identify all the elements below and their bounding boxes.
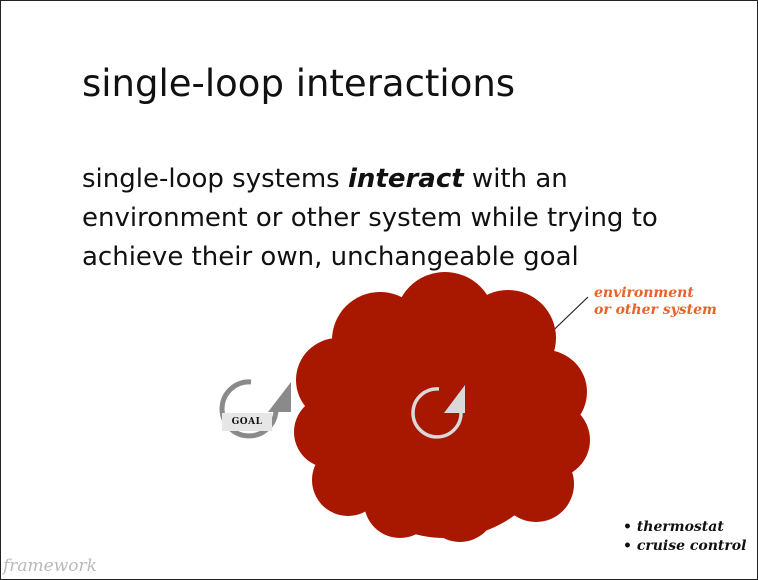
goal-label: GOAL: [222, 413, 272, 431]
body-text-emphasis: interact: [347, 164, 464, 194]
environment-cloud: [294, 272, 590, 542]
footer-section-label: framework: [3, 556, 97, 576]
example-item: • cruise control: [623, 538, 747, 554]
environment-label-line1: environment: [594, 285, 694, 301]
slide-title: single-loop interactions: [82, 62, 516, 105]
slide-body-text: single-loop systems interact with an env…: [82, 160, 682, 277]
environment-label-line2: or other system: [594, 302, 717, 318]
environment-label: environment or other system: [594, 285, 717, 319]
body-text-end: with an environment or other system whil…: [82, 164, 658, 272]
body-text-start: single-loop systems: [82, 164, 348, 194]
examples-list: • thermostat • cruise control: [623, 518, 746, 556]
example-item: • thermostat: [623, 519, 724, 535]
system-loop-icon: [411, 385, 465, 439]
